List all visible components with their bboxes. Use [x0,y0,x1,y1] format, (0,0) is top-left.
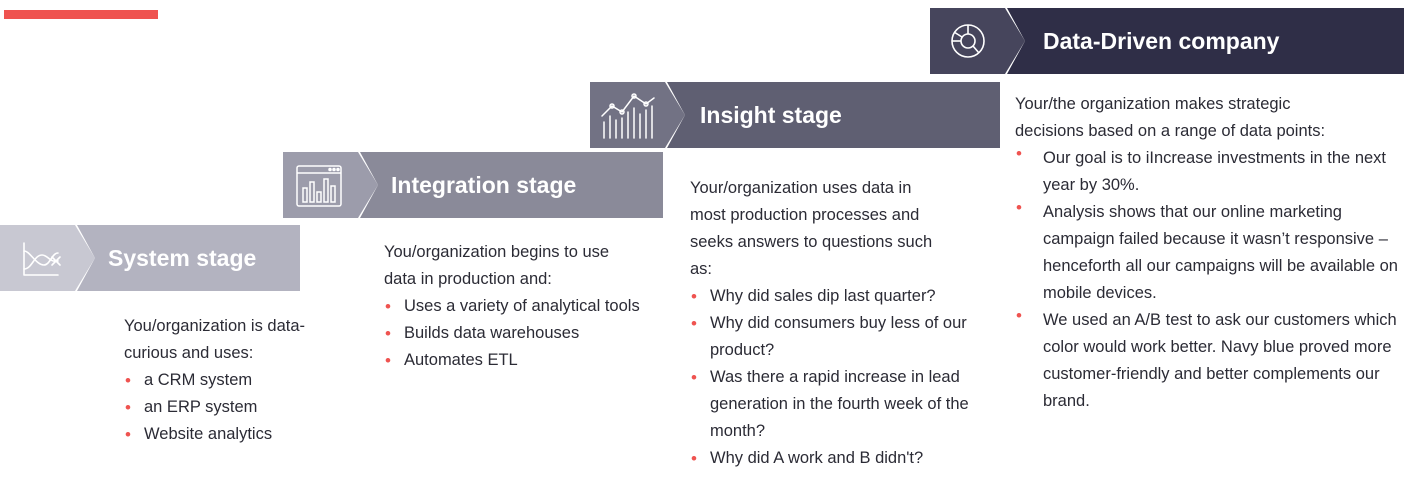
insight-intro-line-1: Your/organization uses data in [690,179,912,197]
integration-stage-text: You/organization begins to use data in p… [384,239,654,374]
system-bullet-list: a CRM system an ERP system Website analy… [124,367,314,448]
datadriven-title-shape [1007,8,1404,74]
dashboard-window-icon [296,165,342,207]
datadriven-icon-box [930,8,1025,74]
list-item: Website analytics [124,421,314,448]
pie-chart-icon [951,24,985,58]
list-item: Why did sales dip last quarter? [690,283,990,310]
list-item: Why did A work and B didn't? [690,445,990,472]
list-item: Uses a variety of analytical tools [384,293,644,320]
datadriven-stage-banner: Data-Driven company [930,8,1404,74]
list-item: Our goal is to iIncrease investments in … [1015,140,1398,199]
list-item: a CRM system [124,367,314,394]
insight-stage-title: Insight stage [700,102,842,128]
insight-intro-line-4: as: [690,260,713,278]
system-title-shape [77,225,300,291]
integration-icon-box [283,152,378,218]
insight-intro-line-2: most production processes and [690,206,920,224]
line-chart-icon [23,242,61,276]
integration-bullet-list: Uses a variety of analytical tools Build… [384,293,654,374]
system-stage-title: System stage [108,245,257,271]
integration-stage-banner: Integration stage [283,152,663,218]
list-item: Automates ETL [384,347,654,374]
datadriven-stage-title: Data-Driven company [1043,28,1280,54]
insight-stage-text: Your/organization uses data in most prod… [690,175,990,472]
integration-stage-title: Integration stage [391,172,577,198]
insight-bullet-list: Why did sales dip last quarter? Why did … [690,283,990,472]
integration-title-shape [360,152,663,218]
system-stage-text: You/organization is data- curious and us… [124,313,314,448]
integration-intro-line-1: You/organization begins to use [384,243,610,261]
insight-title-shape [667,82,1000,148]
system-icon-box [0,225,95,291]
list-item: Analysis shows that our online marketing… [1015,194,1398,307]
accent-bar [4,10,158,19]
system-intro-line-2: curious and uses: [124,344,254,362]
list-item: Why did consumers buy less of our produc… [690,310,980,364]
system-intro-line-1: You/organization is data- [124,317,306,335]
insight-stage-banner: Insight stage [590,82,1000,148]
list-item: an ERP system [124,394,314,421]
list-item: Builds data warehouses [384,320,654,347]
system-stage-banner: System stage [0,225,300,291]
insight-intro-line-3: seeks answers to questions such [690,233,933,251]
datadriven-bullet-list: Our goal is to iIncrease investments in … [1015,140,1400,415]
datadriven-stage-text: Your/the organization makes strategic de… [1015,91,1400,415]
list-item: Was there a rapid increase in lead gener… [690,364,980,445]
integration-intro-line-2: data in production and: [384,270,552,288]
analytics-chart-icon [601,93,655,139]
datadriven-intro-line-1: Your/the organization makes strategic [1015,95,1291,113]
insight-icon-box [590,82,685,148]
datadriven-intro-line-2: decisions based on a range of data point… [1015,122,1326,140]
list-item: We used an A/B test to ask our customers… [1015,302,1398,415]
